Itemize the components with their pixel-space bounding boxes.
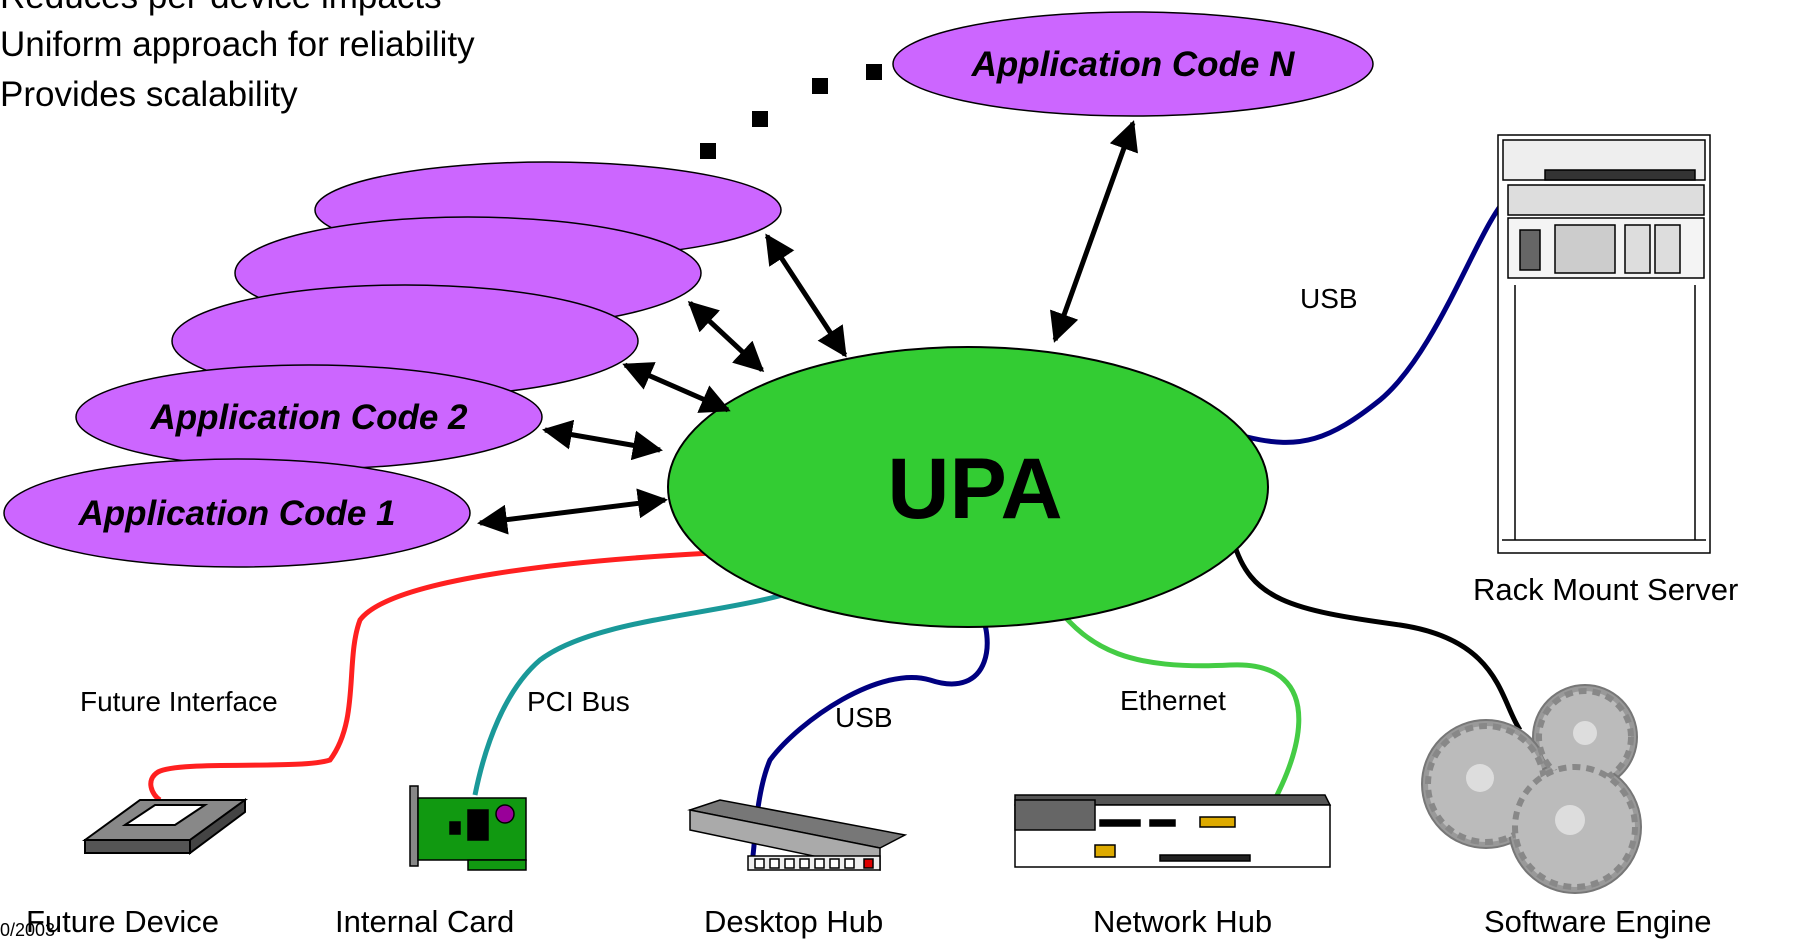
future-interface-label: Future Interface: [80, 686, 278, 717]
app-ellipse-n: [892, 11, 1374, 117]
bullet-line-0: Reduces per-device impacts: [0, 0, 442, 16]
desktop-hub-icon: [687, 799, 908, 871]
internal-card-label: Internal Card: [335, 904, 514, 939]
future-device-label: Future Device: [26, 904, 219, 939]
cables: [148, 176, 1571, 863]
ethernet-cable: [1053, 603, 1302, 857]
application-stack: [3, 11, 1374, 568]
app-ellipse-1: [3, 458, 471, 568]
app-label-1: Application Code 1: [78, 494, 396, 533]
rack-server-icon: [1497, 134, 1711, 554]
app-label-n: Application Code N: [971, 45, 1296, 84]
pci-bus-label: PCI Bus: [527, 686, 630, 717]
arrow-app2: [542, 419, 663, 461]
network-hub-icon: [1014, 794, 1332, 868]
arrow-app5: [764, 233, 848, 358]
rack-usb-label: USB: [1300, 283, 1358, 314]
gears-icon: [1421, 684, 1642, 894]
ellipsis-dots: [700, 64, 882, 159]
upa-label: UPA: [887, 441, 1062, 537]
arrow-app4: [687, 300, 765, 373]
ethernet-label: Ethernet: [1120, 685, 1226, 716]
arrow-appn: [1050, 120, 1138, 343]
app-label-2: Application Code 2: [150, 398, 469, 437]
future-interface-cable: [148, 549, 734, 803]
rack-server-label: Rack Mount Server: [1473, 572, 1738, 607]
software-cable: [1230, 539, 1523, 732]
desktop-hub-label: Desktop Hub: [704, 904, 883, 939]
network-hub-label: Network Hub: [1093, 904, 1272, 939]
future-device-icon: [81, 798, 249, 855]
footer-date: 0/2003: [0, 920, 55, 940]
internal-card-icon: [409, 785, 527, 871]
bullet-line-1: Uniform approach for reliability: [0, 25, 475, 64]
arrow-app1: [477, 488, 668, 535]
pci-bus-cable: [472, 582, 814, 796]
upa-ellipse: [667, 346, 1269, 628]
arrow-app3: [622, 362, 731, 413]
software-engine-label: Software Engine: [1484, 904, 1711, 939]
desktop-usb-label: USB: [835, 702, 893, 733]
arrows: [477, 120, 1138, 535]
bullet-line-2: Provides scalability: [0, 75, 298, 114]
